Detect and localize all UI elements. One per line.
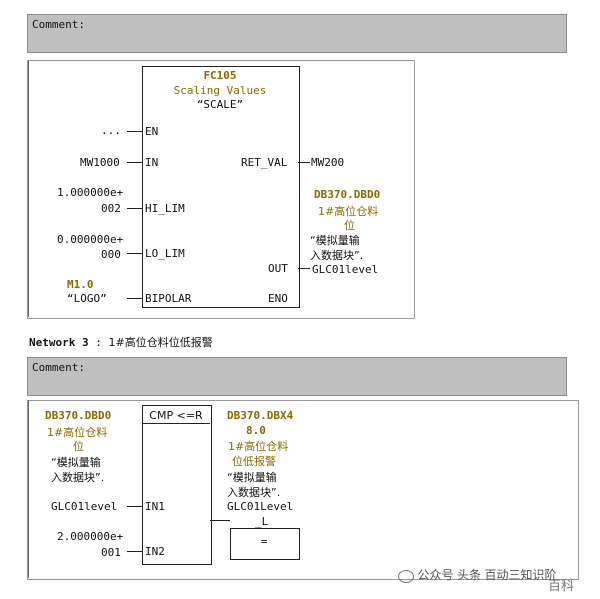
block-symbol: “SCALE” (196, 98, 244, 111)
operand-lo-lim-2[interactable]: 000 (101, 248, 121, 261)
pin-in2: IN2 (145, 545, 165, 558)
wire-out (298, 268, 310, 269)
watermark: 公众号 头条 百动三知识阶 (398, 566, 557, 583)
comment-label: Comment: (32, 18, 85, 31)
comment-label: Comment: (32, 361, 85, 374)
block-name: Scaling Values (173, 84, 267, 97)
coil-symbol: = (260, 535, 268, 548)
operand-bipolar-symbol: “LOGO” (67, 292, 107, 305)
wire-in2 (127, 551, 142, 552)
coil-symbol-2: 位低报警 (232, 455, 276, 468)
operand-hi-lim-1[interactable]: 1.000000e+ (57, 186, 124, 199)
pin-hi-lim: HI_LIM (145, 202, 185, 215)
pin-in1: IN1 (145, 500, 165, 513)
operand-en[interactable]: ... (101, 124, 121, 137)
network2-comment-box[interactable]: Comment: (27, 14, 567, 53)
watermark-platform: 头条 (457, 568, 482, 582)
block-number: FC105 (203, 69, 237, 82)
pin-ret-val: RET_VAL (241, 156, 288, 169)
coil-addr-2[interactable]: 8.0 (246, 424, 266, 437)
wire-lo-lim (127, 253, 142, 254)
operand-in1-symbol-5: GLC01level (51, 500, 118, 513)
power-rail (28, 60, 29, 317)
power-rail (28, 400, 29, 578)
operand-hi-lim-2[interactable]: 002 (101, 202, 121, 215)
pin-lo-lim: LO_LIM (145, 247, 185, 260)
operand-in1-addr[interactable]: DB370.DBD0 (45, 409, 112, 422)
pin-in: IN (145, 156, 159, 169)
coil-symbol-6: _L (255, 515, 269, 528)
network3-header: Network 3 : 1#高位仓料位低报警 (29, 336, 213, 349)
watermark-logo: 百科 (548, 579, 575, 594)
wechat-icon (398, 569, 414, 583)
operand-in1-symbol-1: 1#高位仓料 (47, 426, 108, 439)
wire-ret-val (298, 162, 310, 163)
pin-bipolar: BIPOLAR (145, 292, 192, 305)
network3-comment-box[interactable]: Comment: (27, 357, 567, 396)
pin-eno: ENO (268, 292, 288, 305)
network3-title: 1#高位仓料位低报警 (108, 336, 213, 349)
wire-in1 (127, 506, 142, 507)
pin-en: EN (145, 125, 159, 138)
operand-out-symbol-1: 1#高位仓料 (318, 205, 379, 218)
operand-out-symbol-5: GLC01level (312, 263, 379, 276)
cmp-block[interactable] (142, 405, 212, 565)
network3-number: Network 3 (29, 336, 89, 349)
wire-in (127, 162, 142, 163)
coil-symbol-4: 入数据块”. (227, 486, 281, 499)
watermark-author: 百动三知识阶 (484, 568, 557, 582)
operand-in1-symbol-4: 入数据块”. (51, 471, 105, 484)
operand-in1-symbol-2: 位 (73, 440, 84, 453)
coil-symbol-3: “模拟量输 (227, 471, 277, 484)
wire-hi-lim (127, 208, 142, 209)
operand-out-symbol-3: “模拟量输 (310, 234, 360, 247)
operand-bipolar-addr[interactable]: M1.0 (67, 278, 94, 291)
coil-symbol-5: GLC01Level (227, 500, 294, 513)
wire-cmp-out (210, 520, 230, 521)
operand-out-addr[interactable]: DB370.DBD0 (314, 188, 381, 201)
coil-addr-1[interactable]: DB370.DBX4 (227, 409, 294, 422)
fc105-block[interactable] (142, 66, 300, 308)
operand-in2-1[interactable]: 2.000000e+ (57, 530, 124, 543)
operand-out-symbol-4: 入数据块”. (310, 249, 364, 262)
operand-out-symbol-2: 位 (344, 219, 355, 232)
cmp-name: CMP <=R (149, 409, 203, 422)
watermark-source: 公众号 (417, 568, 454, 582)
pin-out: OUT (268, 262, 288, 275)
operand-lo-lim-1[interactable]: 0.000000e+ (57, 233, 124, 246)
wire-en (127, 131, 142, 132)
coil-symbol-1: 1#高位仓料 (228, 440, 289, 453)
operand-in[interactable]: MW1000 (80, 156, 120, 169)
operand-in1-symbol-3: “模拟量输 (51, 456, 101, 469)
operand-in2-2[interactable]: 001 (101, 546, 121, 559)
coil-box[interactable] (230, 528, 300, 560)
cmp-header-line (142, 423, 210, 424)
network3-ladder (27, 400, 579, 580)
operand-ret-val[interactable]: MW200 (311, 156, 345, 169)
wire-bipolar (127, 298, 142, 299)
